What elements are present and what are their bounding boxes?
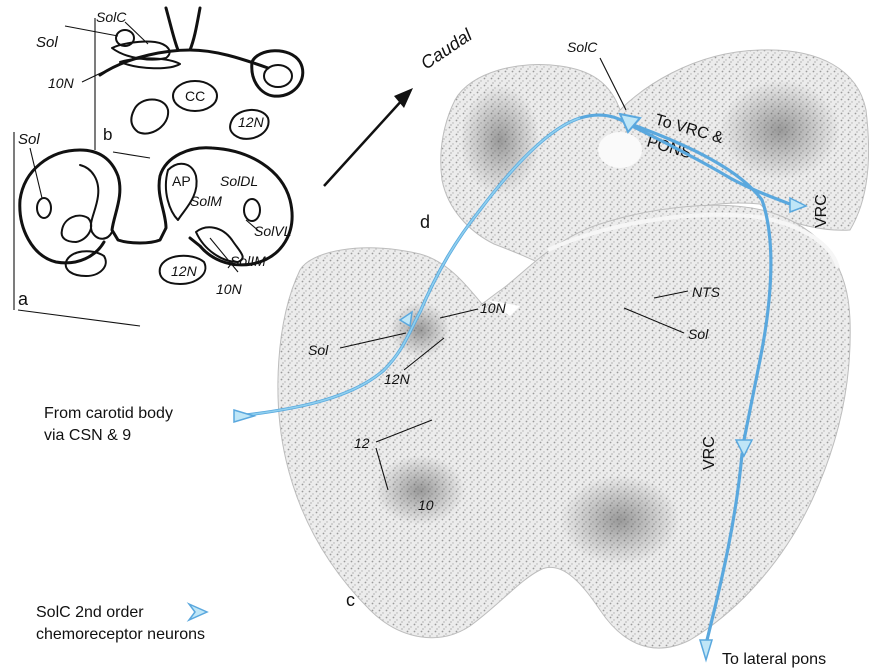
12n-label: 12N bbox=[384, 371, 411, 387]
sketch-b-sol-label: Sol bbox=[36, 34, 58, 51]
sketch-a-soldl-circle bbox=[244, 199, 260, 221]
sketch-b-cc-label: CC bbox=[185, 88, 205, 104]
section-d-dark-region-right bbox=[720, 80, 840, 180]
sketch-a-12n-label: 12N bbox=[171, 263, 198, 279]
section-c: c bbox=[278, 205, 850, 648]
section-d-central-canal bbox=[598, 132, 642, 168]
nts-label: NTS bbox=[692, 284, 721, 300]
sketch-b-left-blob bbox=[131, 100, 168, 134]
sketch-a-sol-label: Sol bbox=[18, 131, 40, 148]
sketch-a-left-inner bbox=[80, 165, 112, 239]
sketch-a-solvl-label: SolVL bbox=[254, 223, 291, 239]
sketch-a-outer-outline bbox=[20, 148, 292, 265]
section-c-dark-region-right bbox=[560, 475, 680, 565]
sketch-a-solim-label: SolIM bbox=[230, 253, 266, 269]
ten-label: 10 bbox=[418, 497, 434, 513]
lateral-pons-arrowhead bbox=[700, 640, 712, 660]
sketch-b-panel-letter: b bbox=[103, 125, 112, 144]
solc-label: SolC bbox=[567, 39, 598, 55]
input-label-line2: via CSN & 9 bbox=[44, 427, 131, 444]
sol-d-label: Sol bbox=[688, 326, 709, 342]
to-lateral-pons-label: To lateral pons bbox=[722, 651, 826, 668]
section-c-panel-letter: c bbox=[346, 590, 355, 610]
sketch-a-panel-letter: a bbox=[18, 289, 29, 309]
sketch-b-solc-leader bbox=[125, 22, 148, 44]
sketch-a-frame-line-bottom bbox=[18, 310, 140, 326]
sketch-a-left-blob bbox=[62, 216, 92, 242]
sketch-b: Sol SolC 10N CC 12N b bbox=[36, 8, 303, 158]
sketch-b-10n-label: 10N bbox=[48, 75, 75, 91]
sketch-b-12n-label: 12N bbox=[238, 114, 265, 130]
sketch-b-sol-leader bbox=[65, 26, 118, 36]
section-c-dark-region-10 bbox=[375, 455, 465, 525]
sketch-a-10n-label: 10N bbox=[216, 281, 243, 297]
sketch-b-solc-label: SolC bbox=[96, 9, 127, 25]
sketch-b-right-inner bbox=[264, 65, 292, 87]
sketch-b-dorsal-outline bbox=[100, 50, 268, 75]
sketch-b-10n-leader bbox=[82, 60, 128, 82]
sol-c-label: Sol bbox=[308, 342, 329, 358]
vrc-lower-label: VRC bbox=[701, 436, 718, 470]
carotid-input-arrowhead bbox=[234, 410, 254, 422]
legend-line2: chemoreceptor neurons bbox=[36, 626, 205, 643]
sketch-b-right-lobe bbox=[252, 51, 303, 96]
legend: SolC 2nd order chemoreceptor neurons bbox=[36, 604, 207, 643]
section-d-dark-region-left bbox=[460, 85, 540, 195]
legend-line1: SolC 2nd order bbox=[36, 604, 144, 621]
sketch-b-central-canal-top bbox=[166, 8, 200, 50]
sketch-a-soldl-label: SolDL bbox=[220, 173, 258, 189]
caudal-label: Caudal bbox=[417, 24, 476, 73]
sketch-a-solm-label: SolM bbox=[190, 193, 222, 209]
section-d-panel-letter: d bbox=[420, 212, 430, 232]
vrc-upper-label: VRC bbox=[813, 194, 830, 228]
sketch-a-ap-label: AP bbox=[172, 173, 191, 189]
sketch-a-sol-circle bbox=[37, 198, 51, 218]
input-label-line1: From carotid body bbox=[44, 405, 173, 422]
twelve-label: 12 bbox=[354, 435, 370, 451]
sketch-b-frame-line-bottom bbox=[113, 152, 150, 158]
sketch-a: Sol AP SolDL SolM SolVL SolIM 12N 10N a bbox=[14, 131, 292, 326]
input-label: From carotid body via CSN & 9 bbox=[44, 405, 173, 444]
10n-label: 10N bbox=[480, 300, 507, 316]
section-c-tissue bbox=[278, 205, 850, 648]
legend-neuron-icon bbox=[189, 604, 207, 620]
caudal-arrow-shaft bbox=[324, 98, 404, 186]
